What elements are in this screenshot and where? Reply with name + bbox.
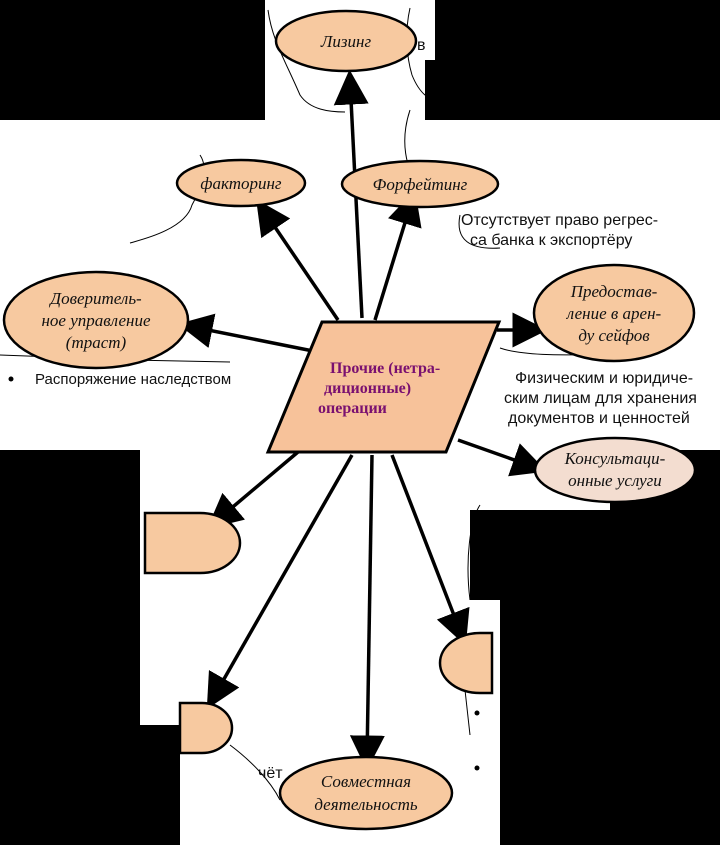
arrow-to-consult: [457, 438, 547, 477]
note-forfaiting-line-2: са банка к экспортёру: [470, 232, 632, 249]
bullet-icon: [8, 376, 14, 382]
note-trust-text: Распоряжение наследством: [35, 371, 231, 388]
connectors: [177, 69, 548, 771]
bullet-icon: [474, 765, 480, 771]
joint-label-2: деятельность: [314, 795, 418, 814]
consult-label-1: Консультаци-: [564, 449, 666, 468]
arrow-to-trust: [177, 313, 319, 354]
note-forfaiting-line-1: Отсутствует право регрес-: [461, 212, 658, 229]
node-consult: Консультаци- онные услуги: [533, 436, 697, 504]
arrow-to-lower-left-oval: [206, 454, 354, 710]
arrow-to-left-oval: [206, 450, 300, 529]
node-safe: Предостав- ление в арен- ду сейфов: [532, 263, 696, 363]
right-bullets: [474, 710, 480, 771]
consult-label-2: онные услуги: [568, 471, 662, 490]
forfaiting-label: Форфейтинг: [373, 175, 468, 194]
node-forfaiting: Форфейтинг: [340, 159, 500, 209]
arrow-to-right-oval: [390, 454, 470, 646]
safe-label-3: ду сейфов: [578, 326, 650, 345]
leasing-label: Лизинг: [320, 32, 372, 51]
center-label-3: операции: [318, 400, 387, 417]
trust-label-3: (траст): [66, 333, 127, 352]
arrow-to-forfaiting: [373, 189, 422, 321]
leasing-side-fragment: в: [417, 37, 426, 54]
center-label-1: Прочие (нетра-: [330, 360, 440, 377]
node-leasing: Лизинг: [274, 9, 418, 73]
note-trust: Распоряжение наследством: [8, 371, 231, 388]
center-label-2: диционные): [324, 380, 411, 397]
node-center: Прочие (нетра- диционные) операции: [265, 320, 502, 454]
safe-label-1: Предостав-: [570, 282, 658, 301]
bottom-side-fragment: чёт: [258, 765, 283, 782]
arrow-to-joint: [349, 454, 385, 771]
trust-label-2: ное управление: [41, 311, 150, 330]
note-safe-line-2: ским лицам для хранения: [504, 390, 697, 407]
factoring-label: факторинг: [200, 174, 282, 193]
arrow-to-factoring: [256, 199, 340, 321]
node-factoring: факторинг: [175, 158, 307, 208]
node-trust: Доверитель- ное управление (траст): [2, 270, 190, 370]
node-right-truncated: [438, 631, 494, 695]
arrow-to-leasing: [333, 69, 369, 319]
node-left-truncated: [143, 511, 242, 575]
note-forfaiting: Отсутствует право регрес- са банка к экс…: [461, 212, 658, 249]
bullet-icon: [474, 710, 480, 716]
joint-label-1: Совместная: [321, 772, 411, 791]
note-safe-line-3: документов и ценностей: [508, 410, 690, 427]
safe-label-2: ление в арен-: [566, 304, 662, 323]
trust-label-1: Доверитель-: [48, 289, 142, 308]
node-joint: Совместная деятельность: [278, 755, 454, 831]
note-safe-line-1: Физическим и юридиче-: [515, 370, 693, 387]
node-lower-left-truncated: [178, 701, 234, 755]
note-safe: Физическим и юридиче- ским лицам для хра…: [504, 370, 697, 427]
